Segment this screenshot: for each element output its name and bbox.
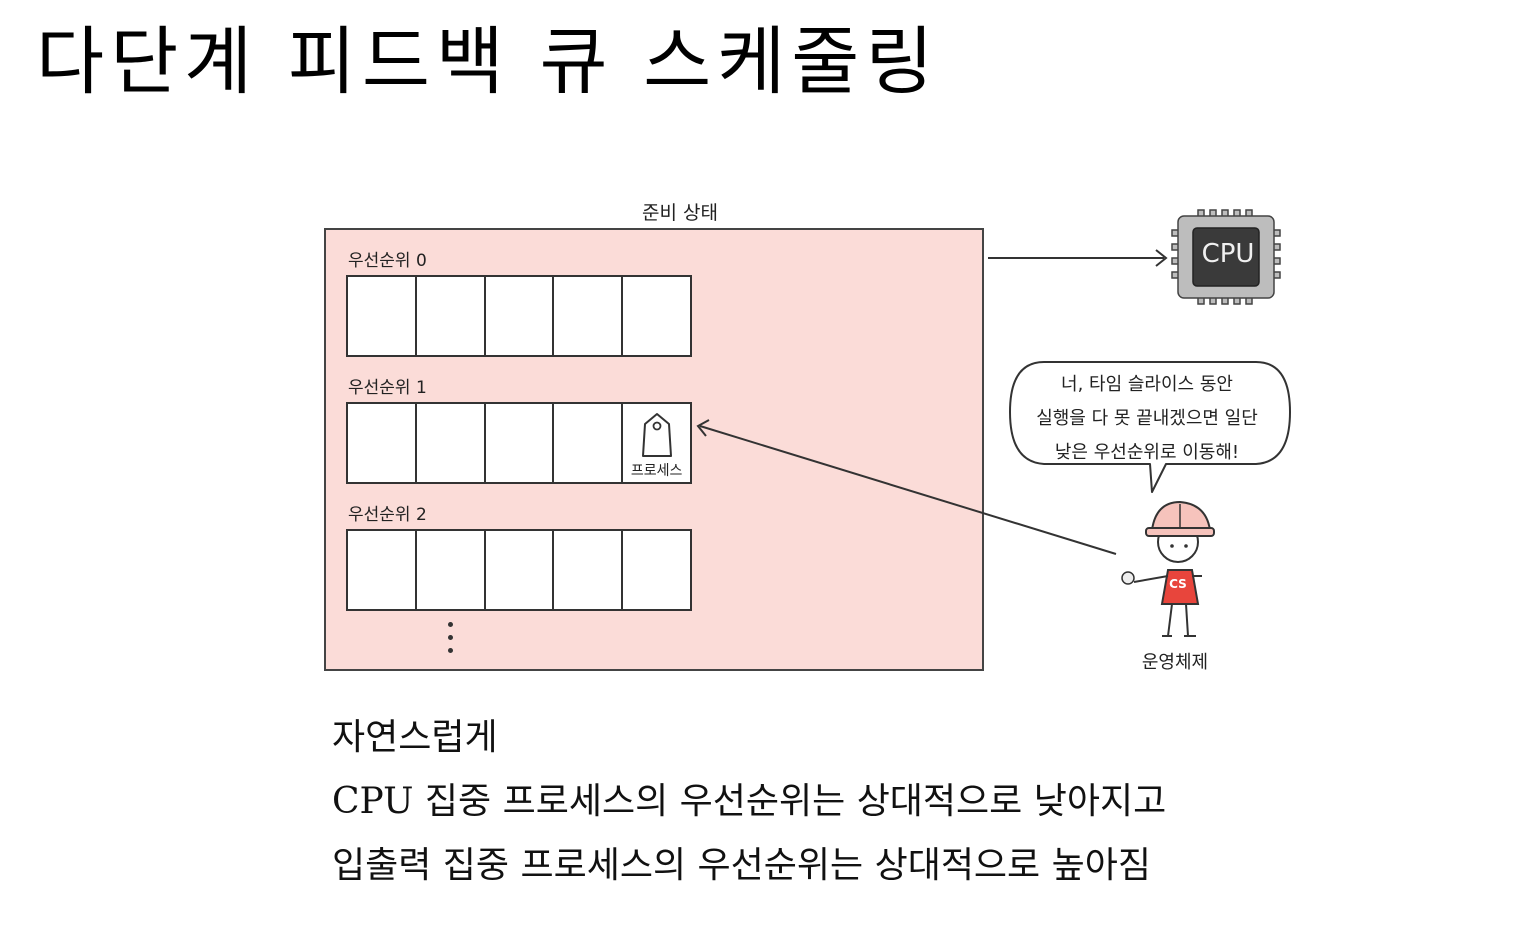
ready-state-label: 준비 상태 bbox=[642, 202, 718, 224]
queue-slot bbox=[485, 277, 555, 355]
caption-line: 입출력 집중 프로세스의 우선순위는 상대적으로 높아짐 bbox=[332, 845, 1151, 886]
queue-slot bbox=[623, 531, 690, 609]
shirt-text: CS bbox=[1169, 577, 1187, 591]
os-character-illustration: CS bbox=[1110, 500, 1230, 649]
queue-slot bbox=[623, 277, 690, 355]
more-queues-ellipsis bbox=[444, 622, 456, 653]
priority-0-label: 우선순위 0 bbox=[348, 251, 427, 271]
speech-line: 실행을 다 못 끝내겠으면 일단 bbox=[1036, 408, 1258, 429]
priority-2-queue bbox=[346, 529, 692, 611]
queue-slot bbox=[416, 531, 486, 609]
queue-slot bbox=[554, 531, 624, 609]
process-slot: 프로세스 bbox=[623, 404, 690, 482]
priority-2-label: 우선순위 2 bbox=[348, 505, 427, 525]
process-label: 프로세스 bbox=[630, 463, 683, 479]
queue-slot bbox=[554, 404, 624, 482]
queue-slot bbox=[348, 277, 417, 355]
priority-0-queue bbox=[346, 275, 692, 357]
queue-slot bbox=[485, 531, 555, 609]
slide-title: 다단계 피드백 큐 스케줄링 bbox=[36, 19, 940, 105]
queue-slot bbox=[348, 404, 417, 482]
caption-line: CPU 집중 프로세스의 우선순위는 상대적으로 낮아지고 bbox=[332, 781, 1167, 822]
queue-slot bbox=[485, 404, 555, 482]
ready-to-cpu-arrow bbox=[988, 249, 1168, 267]
speech-bubble bbox=[1004, 356, 1296, 500]
queue-slot bbox=[416, 277, 486, 355]
speech-line: 너, 타임 슬라이스 동안 bbox=[1061, 374, 1233, 395]
queue-slot bbox=[416, 404, 486, 482]
caption-line: 자연스럽게 bbox=[332, 717, 498, 758]
queue-slot bbox=[554, 277, 624, 355]
priority-1-label: 우선순위 1 bbox=[348, 378, 427, 398]
process-tag-icon bbox=[637, 410, 677, 464]
speech-bubble-text: 너, 타임 슬라이스 동안 실행을 다 못 끝내겠으면 일단 낮은 우선순위로 … bbox=[1012, 368, 1282, 470]
os-label: 운영체제 bbox=[1141, 652, 1209, 673]
speech-line: 낮은 우선순위로 이동해! bbox=[1054, 442, 1240, 463]
queue-slot bbox=[348, 531, 417, 609]
cpu-label: CPU bbox=[1201, 239, 1255, 269]
priority-1-queue: 프로세스 bbox=[346, 402, 692, 484]
cpu-chip-icon bbox=[1168, 208, 1284, 312]
